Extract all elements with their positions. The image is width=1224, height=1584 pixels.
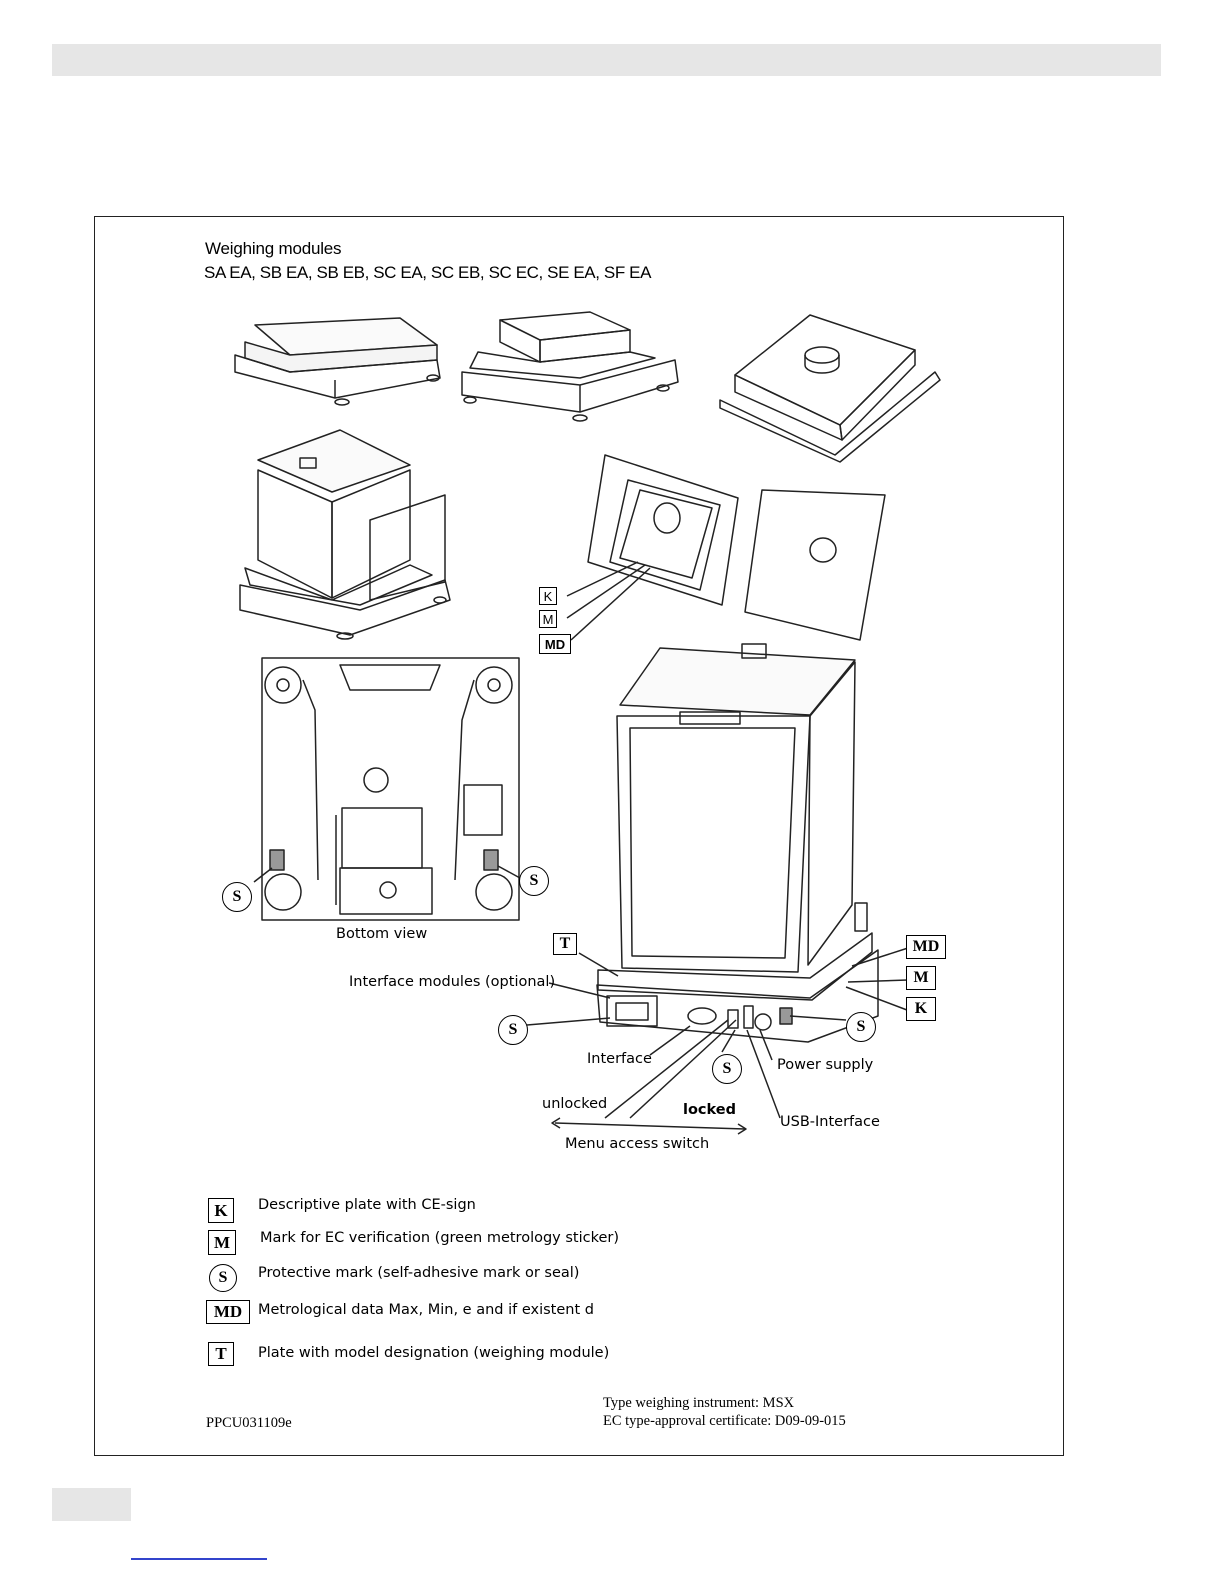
unlocked-label: unlocked <box>542 1096 608 1112</box>
legend-s-text: Protective mark (self-adhesive mark or s… <box>258 1265 580 1281</box>
model-list: SA EA, SB EA, SB EB, SC EA, SC EB, SC EC… <box>204 263 652 282</box>
legend-s-symbol: S <box>209 1264 237 1292</box>
module-square-pan-drawing <box>462 312 678 421</box>
power-supply-label: Power supply <box>777 1057 874 1073</box>
footer-link-underline[interactable] <box>131 1558 267 1560</box>
bottom-view-label: Bottom view <box>336 926 428 942</box>
module-draft-shield-drawing <box>240 430 450 639</box>
balance-callout-lines <box>254 866 908 1134</box>
approval-certificate: EC type-approval certificate: D09-09-015 <box>603 1413 846 1429</box>
module-frame-drawing <box>588 455 738 605</box>
legend-t-text: Plate with model designation (weighing m… <box>258 1345 610 1361</box>
legend-m-text: Mark for EC verification (green metrolog… <box>260 1230 620 1246</box>
md-marker-frame: MD <box>539 634 571 654</box>
locked-label: locked <box>683 1102 736 1118</box>
figure-frame <box>94 216 1064 1456</box>
frame-callout-lines <box>567 562 650 640</box>
m-marker-frame: M <box>539 610 557 628</box>
interface-label: Interface <box>587 1051 652 1067</box>
t-marker: T <box>553 933 577 955</box>
header-bar <box>52 44 1161 76</box>
s-marker-bottom-left: S <box>222 882 252 912</box>
s-marker-bottom-right: S <box>519 866 549 896</box>
analytical-balance-drawing <box>597 644 878 1042</box>
legend-md-symbol: MD <box>206 1300 250 1324</box>
m-marker: M <box>906 966 936 990</box>
instrument-type: Type weighing instrument: MSX <box>603 1395 795 1411</box>
bottom-view-drawing <box>262 658 519 920</box>
s-marker-middle: S <box>712 1054 742 1084</box>
legend-md-text: Metrological data Max, Min, e and if exi… <box>258 1302 594 1318</box>
interface-modules-label: Interface modules (optional) <box>349 974 556 990</box>
md-marker: MD <box>906 935 946 959</box>
legend-k-symbol: K <box>208 1198 234 1223</box>
footer-tab <box>52 1488 131 1521</box>
k-marker: K <box>906 997 936 1021</box>
legend-k-text: Descriptive plate with CE-sign <box>258 1197 476 1213</box>
module-flat-pan-drawing <box>235 318 440 405</box>
usb-interface-label: USB-Interface <box>780 1114 880 1130</box>
menu-access-switch-label: Menu access switch <box>565 1136 710 1152</box>
k-marker-frame: K <box>539 587 557 605</box>
s-marker-right: S <box>846 1012 876 1042</box>
figure-heading: Weighing modules <box>205 239 342 258</box>
legend-t-symbol: T <box>208 1342 234 1366</box>
module-sheet-drawing <box>745 490 885 640</box>
document-code: PPCU031109e <box>206 1415 292 1431</box>
s-marker-left: S <box>498 1015 528 1045</box>
legend-m-symbol: M <box>208 1230 236 1255</box>
module-platform-drawing <box>720 315 940 462</box>
